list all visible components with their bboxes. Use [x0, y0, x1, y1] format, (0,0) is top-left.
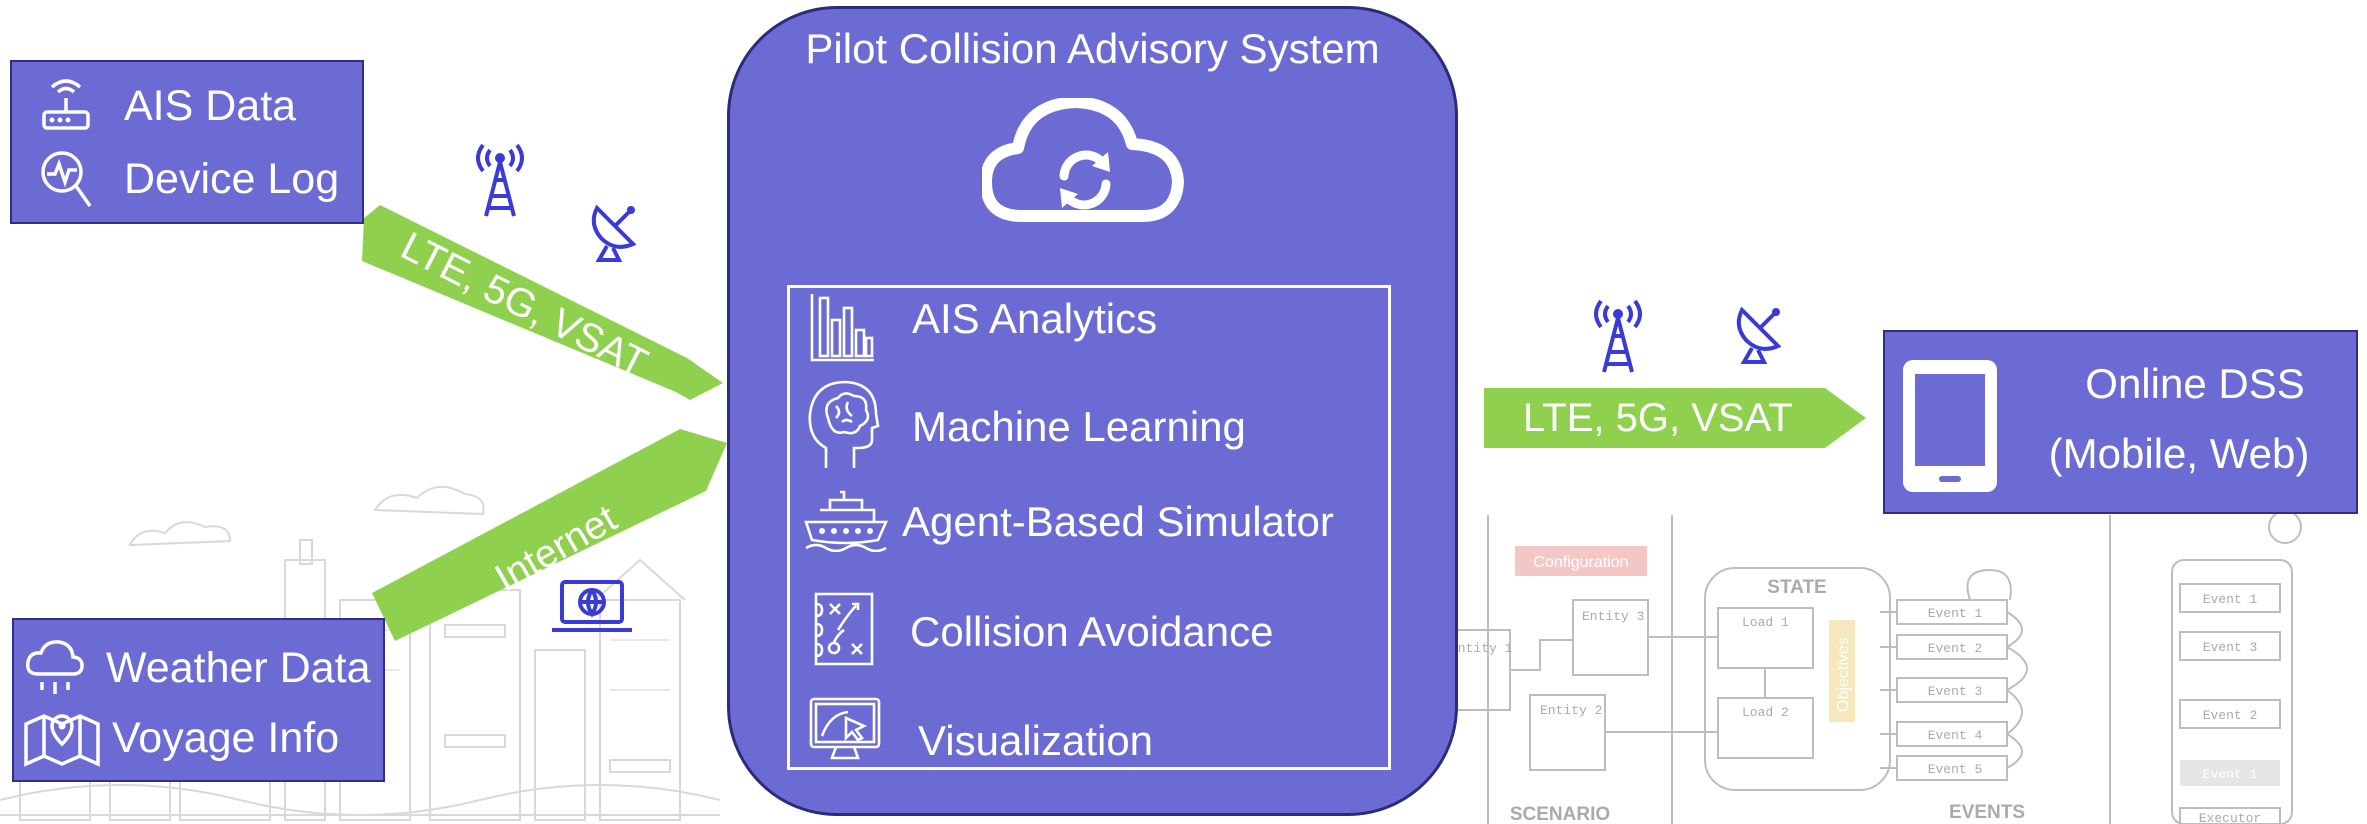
bg-objectives-label: Objectives [1835, 637, 1852, 712]
bg-entity-label: Entity 1 [1450, 641, 1513, 656]
feature-agent-based-simulator: Agent-Based Simulator [804, 488, 1334, 557]
ship-icon [804, 488, 889, 557]
bg-executor-event: Event 3 [2203, 640, 2258, 655]
monitor-cursor-icon [808, 696, 882, 767]
bg-load-label: Load 1 [1742, 615, 1789, 630]
bg-event-label: Event 4 [1928, 728, 1983, 743]
satellite-dish-icon [1736, 306, 1782, 364]
bg-events-label: EVENTS [1949, 802, 2025, 823]
source-item-device-log: Device Log [38, 148, 339, 210]
right-link-arrow [1484, 388, 1866, 448]
feature-visualization: Visualization [808, 696, 1153, 767]
satellite-dish-icon [591, 204, 637, 262]
feature-label: Visualization [918, 716, 1154, 764]
strategy-board-icon [812, 590, 876, 673]
system-title: Pilot Collision Advisory System [805, 25, 1380, 72]
cloud-rain-icon [24, 638, 86, 698]
ais-source-panel: AIS Data Device Log [10, 60, 364, 224]
pilot-collision-advisory-system: Pilot Collision Advisory System [727, 6, 1458, 816]
bg-entity-label: Entity 2 [1540, 703, 1602, 718]
bar-chart-icon [808, 290, 878, 369]
bg-event-label: Event 1 [1928, 606, 1983, 621]
tablet-icon [1901, 358, 1999, 499]
brain-head-icon [806, 378, 880, 475]
bg-event-label: Event 3 [1928, 684, 1983, 699]
bg-executor-label: Executor [2199, 811, 2261, 824]
bg-event-label: Event 5 [1928, 762, 1983, 777]
feature-collision-avoidance: Collision Avoidance [812, 590, 1273, 673]
cell-tower-icon [476, 143, 524, 217]
feature-label: Machine Learning [912, 402, 1246, 450]
top-link-arrow [362, 205, 723, 400]
bg-executor-event: Event 1 [2203, 767, 2258, 782]
bg-state-label: STATE [1767, 577, 1826, 598]
source-label: AIS Data [124, 81, 297, 130]
output-title: Online DSS [2085, 360, 2305, 407]
source-item-voyage-info: Voyage Info [22, 708, 339, 768]
activity-search-icon [38, 148, 94, 210]
feature-label: Collision Avoidance [910, 607, 1274, 655]
source-label: Voyage Info [112, 713, 340, 762]
online-dss-panel: Online DSS (Mobile, Web) [1883, 330, 2358, 514]
bg-load-label: Load 2 [1742, 705, 1789, 720]
output-subtitle: (Mobile, Web) [2048, 430, 2310, 477]
bg-event-label: Event 2 [1928, 641, 1983, 656]
feature-label: Agent-Based Simulator [902, 497, 1334, 545]
bg-scenario-label: SCENARIO [1510, 804, 1610, 824]
laptop-globe-icon [552, 580, 632, 632]
weather-source-panel: Weather Data Voyage Info [12, 618, 385, 782]
cloud-sync-icon [982, 98, 1184, 222]
bg-executor-event: Event 2 [2203, 708, 2258, 723]
source-label: Weather Data [106, 643, 371, 692]
source-item-weather-data: Weather Data [24, 638, 371, 698]
bg-entity-label: Entity 3 [1582, 609, 1644, 624]
router-icon [38, 78, 94, 134]
map-pin-icon [22, 708, 102, 768]
bg-executor-event: Event 1 [2203, 592, 2258, 607]
feature-label: AIS Analytics [912, 294, 1158, 342]
bottom-link-arrow [372, 429, 727, 641]
source-item-ais-data: AIS Data [38, 78, 296, 134]
feature-ais-analytics: AIS Analytics [808, 290, 1157, 369]
cell-tower-icon [1594, 299, 1642, 373]
bg-configuration-label: Configuration [1533, 554, 1628, 571]
right-link-label: LTE, 5G, VSAT [1523, 396, 1793, 440]
feature-list-panel [787, 285, 1391, 770]
feature-machine-learning: Machine Learning [806, 378, 1246, 475]
source-label: Device Log [124, 154, 340, 203]
